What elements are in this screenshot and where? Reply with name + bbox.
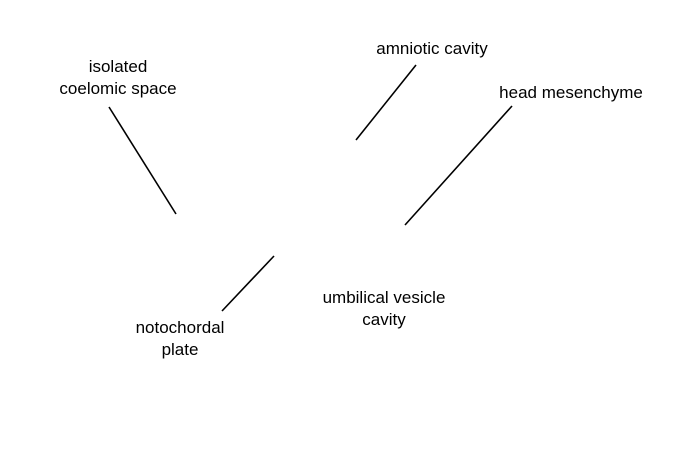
leader-line-amniotic-cavity (355, 64, 417, 141)
label-amniotic-cavity: amniotic cavity (352, 38, 512, 60)
label-umbilical-vesicle-cavity-line2: cavity (362, 310, 406, 329)
label-notochordal-plate: notochordal plate (104, 317, 256, 361)
leader-line-isolated-coelomic-space (108, 106, 177, 215)
leader-line-head-mesenchyme (404, 105, 513, 226)
label-amniotic-cavity-line1: amniotic cavity (376, 39, 488, 58)
label-notochordal-plate-line1: notochordal (135, 318, 225, 337)
label-umbilical-vesicle-cavity-line1: umbilical vesicle (322, 288, 446, 307)
label-umbilical-vesicle-cavity: umbilical vesicle cavity (292, 287, 476, 331)
label-notochordal-plate-line2: plate (161, 340, 199, 359)
label-isolated-coelomic-space-line2: coelomic space (59, 79, 177, 98)
label-isolated-coelomic-space-line1: isolated (88, 57, 148, 76)
label-head-mesenchyme-line1: head mesenchyme (499, 83, 643, 102)
label-head-mesenchyme: head mesenchyme (476, 82, 666, 104)
leader-line-notochordal-plate (221, 255, 275, 312)
label-isolated-coelomic-space: isolated coelomic space (30, 56, 206, 100)
